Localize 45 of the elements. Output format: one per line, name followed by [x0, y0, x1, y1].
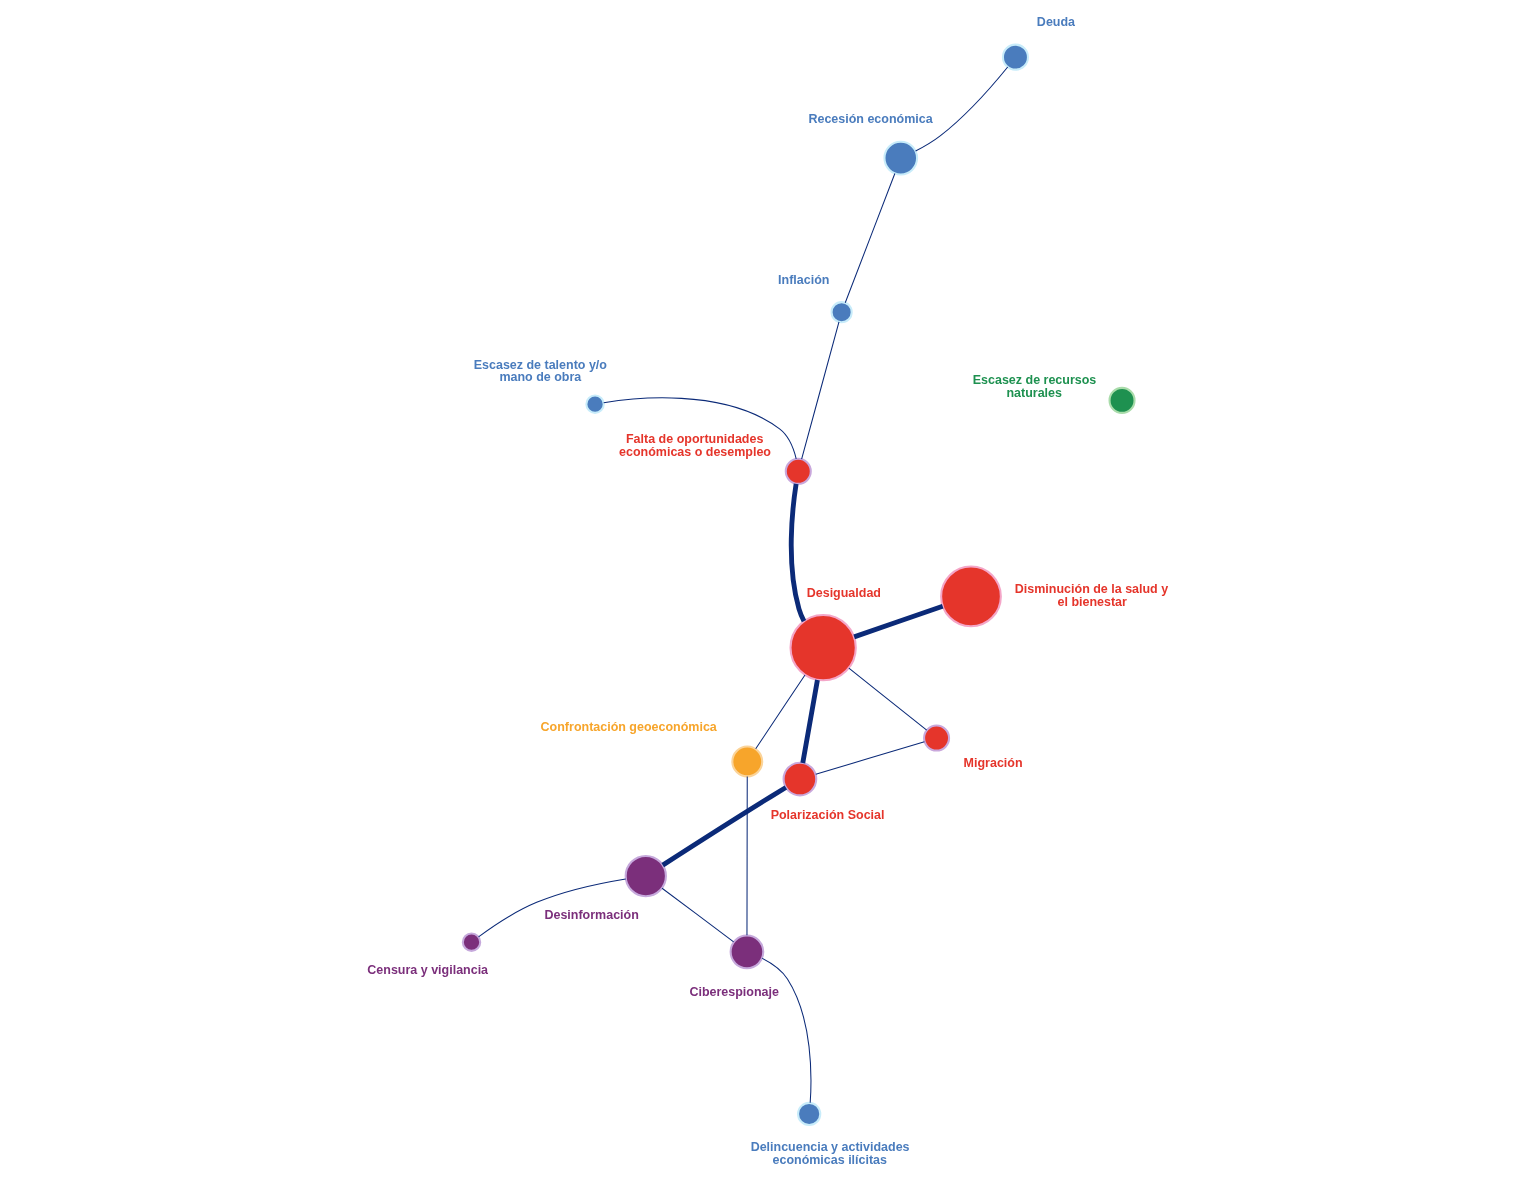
node-label: Disminución de la salud y el bienestar: [1014, 582, 1169, 609]
node-circle: [784, 457, 812, 485]
node-label: Censura y vigilancia: [367, 963, 489, 978]
node-label: Deuda: [1036, 15, 1076, 30]
connector: [478, 878, 627, 938]
node-circle: [883, 140, 919, 176]
connector: [661, 887, 735, 943]
connector: [844, 173, 896, 304]
node-circle: [624, 854, 667, 898]
node-circle: [731, 745, 764, 778]
node-circle: [1001, 43, 1029, 71]
node-label: Escasez de recursos naturales: [972, 373, 1097, 400]
node-label: Migración: [963, 756, 1023, 771]
node-circle: [940, 565, 1002, 628]
node-circle: [797, 1101, 822, 1127]
node-label: Falta de oportunidades económicas o desempleo: [619, 432, 772, 459]
node-circle: [1108, 386, 1136, 414]
node-circle: [461, 932, 482, 952]
node-label: Desinformación: [544, 908, 639, 923]
node-label: Ciberespionaje: [689, 985, 779, 1000]
node-circle: [729, 934, 765, 970]
connector: [761, 957, 812, 1104]
node-label: Inflación: [778, 272, 830, 287]
node-circle: [923, 724, 951, 752]
node-circle: [585, 394, 605, 414]
connector: [801, 321, 840, 460]
connector: [815, 741, 925, 775]
node-circle: [789, 614, 857, 682]
node-label: Confrontación geoeconómica: [540, 720, 717, 735]
node-circle: [830, 301, 853, 324]
node-label: Recesión económica: [808, 112, 933, 127]
connector: [800, 679, 820, 764]
node-label: Delincuencia y actividades económicas ilícitas: [750, 1140, 910, 1167]
connector: [848, 667, 928, 731]
node-label: Desigualdad: [806, 585, 881, 600]
node-label: Polarización Social: [770, 807, 885, 822]
connector: [915, 66, 1009, 152]
connector: [603, 397, 797, 460]
connector: [755, 674, 806, 750]
connector: [746, 776, 748, 936]
connector: [661, 785, 788, 868]
connector: [788, 483, 807, 623]
connector: [853, 603, 944, 640]
node-circle: [782, 761, 818, 797]
node-label: Escasez de talento y/o mano de obra: [473, 357, 607, 385]
